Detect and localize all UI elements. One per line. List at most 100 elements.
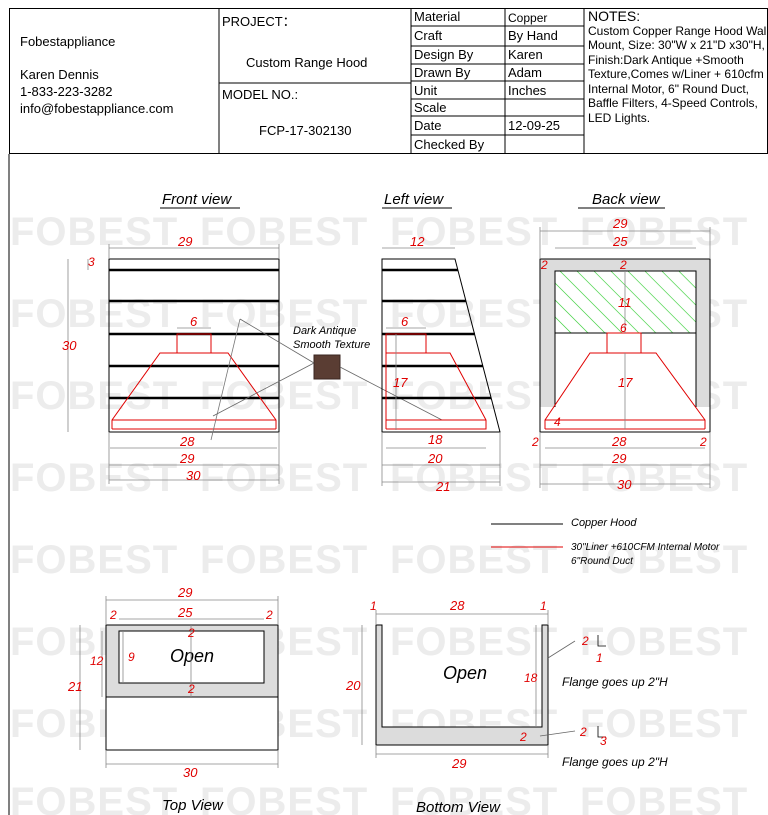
notes-line: Mount, Size: 30"W x 21"D x30"H, [588, 38, 765, 52]
watermark: FOBEST [390, 210, 558, 254]
dim-label: 1 [370, 599, 377, 613]
email-address: info@fobestappliance.com [20, 101, 174, 116]
drawn-by-label: Drawn By [414, 65, 471, 80]
dim-label: 18 [524, 671, 538, 685]
project-label: PROJECT： [222, 14, 296, 29]
model-value: FCP-17-302130 [259, 123, 352, 138]
legend-copper: Copper Hood [571, 517, 637, 529]
top-view-caption: Top View [162, 797, 224, 814]
dim-label: 9 [128, 650, 135, 664]
left-view-caption: Left view [384, 191, 444, 208]
legend-liner: 30"Liner +610CFM Internal Motor [571, 542, 720, 553]
left-view: Left view 12 6 17 18 20 21 [381, 191, 501, 494]
dim-label: 30 [62, 338, 77, 353]
bottom-view-caption: Bottom View [416, 799, 501, 815]
texture-callout: Dark Antique Smooth Texture [212, 318, 443, 421]
flange-note: Flange goes up 2"H [562, 755, 668, 769]
dim-label: 20 [427, 451, 443, 466]
unit-value: Inches [508, 83, 547, 98]
dim-label: 17 [618, 375, 633, 390]
front-view: Front view 29 30 3 [62, 191, 280, 484]
checked-by-label: Checked By [414, 137, 485, 152]
watermark: FOBEST [390, 374, 558, 418]
watermark: FOBEST [580, 456, 748, 500]
watermark: FOBEST [200, 292, 368, 336]
watermark: FOBEST [10, 374, 178, 418]
dim-label: 6 [190, 314, 198, 329]
watermark: FOBEST [580, 210, 748, 254]
dim-label: 3 [88, 255, 95, 269]
notes-line: Internal Motor, 6" Round Duct, [588, 82, 750, 96]
notes-line: Texture,Comes w/Liner + 610cfm [588, 67, 764, 81]
watermark: FOBEST [10, 538, 178, 582]
watermark: FOBEST [200, 210, 368, 254]
dim-label: 6 [620, 321, 627, 335]
top-open-label: Open [170, 646, 214, 666]
project-value: Custom Range Hood [246, 55, 368, 70]
material-value: Copper [508, 11, 548, 25]
dim-label: 2 [619, 258, 627, 272]
dim-label: 3 [600, 734, 607, 748]
dim-label: 29 [177, 234, 192, 249]
watermark: FOBEST [390, 456, 558, 500]
dim-label: 2 [519, 730, 527, 744]
material-label: Material [414, 9, 461, 24]
title-block: Fobestappliance Karen Dennis 1-833-223-3… [9, 8, 768, 154]
dim-label: 12 [90, 654, 104, 668]
notes-line: LED Lights. [588, 111, 651, 125]
back-view: Back view 29 25 2 2 11 6 [531, 191, 711, 492]
contact-name: Karen Dennis [20, 67, 99, 82]
dim-label: 2 [540, 258, 548, 272]
dim-label: 28 [449, 598, 465, 613]
design-by-value: Karen [508, 47, 543, 62]
watermark: FOBEST [390, 538, 558, 582]
dim-label: 28 [611, 434, 627, 449]
watermark: FOBEST [390, 780, 558, 815]
dark-antique-swatch [313, 354, 341, 380]
bottom-view: Open 1 28 1 20 18 2 29 2 1 Flange goes u… [345, 598, 668, 815]
watermark-layer: FOBEST FOBEST FOBEST FOBEST FOBEST FOBES… [10, 210, 748, 815]
title-block-grid [9, 8, 768, 154]
dim-label: 30 [186, 468, 201, 483]
watermark: FOBEST [390, 620, 558, 664]
watermark: FOBEST [200, 538, 368, 582]
unit-label: Unit [414, 83, 438, 98]
dim-label: 2 [265, 608, 273, 622]
back-view-caption: Back view [592, 191, 661, 208]
watermark: FOBEST [580, 702, 748, 746]
craft-value: By Hand [508, 28, 558, 43]
watermark: FOBEST [200, 780, 368, 815]
watermark: FOBEST [580, 620, 748, 664]
dim-label: 12 [410, 234, 425, 249]
top-view: Open 29 25 2 2 2 9 12 21 2 30 Top View [67, 585, 279, 814]
notes-line: Finish:Dark Antique +Smooth [588, 53, 744, 67]
dim-label: 29 [177, 585, 192, 600]
notes-line: Custom Copper Range Hood Wall [588, 24, 768, 38]
dim-label: 2 [187, 626, 195, 640]
line-legend: Copper Hood 30"Liner +610CFM Internal Mo… [491, 517, 720, 567]
dim-label: 2 [187, 682, 195, 696]
scale-label: Scale [414, 100, 447, 115]
dim-label: 17 [393, 375, 408, 390]
dim-label: 21 [67, 679, 82, 694]
dim-label: 30 [617, 477, 632, 492]
dim-label: 2 [531, 435, 539, 449]
flange-note: Flange goes up 2"H [562, 675, 668, 689]
notes-line: Baffle Filters, 4-Speed Controls, [588, 96, 758, 110]
notes-label: NOTES: [588, 8, 641, 24]
front-view-caption: Front view [162, 191, 232, 208]
dim-label: 4 [554, 415, 561, 429]
dim-label: 11 [618, 295, 632, 310]
design-by-label: Design By [414, 47, 474, 62]
watermark: FOBEST [390, 292, 558, 336]
craft-label: Craft [414, 28, 443, 43]
dim-label: 6 [401, 314, 409, 329]
watermark: FOBEST [200, 374, 368, 418]
dim-label: 2 [581, 634, 589, 648]
date-label: Date [414, 118, 442, 133]
dim-label: 29 [611, 451, 626, 466]
watermark: FOBEST [580, 538, 748, 582]
drawn-by-value: Adam [508, 65, 542, 80]
dim-label: 28 [179, 434, 195, 449]
